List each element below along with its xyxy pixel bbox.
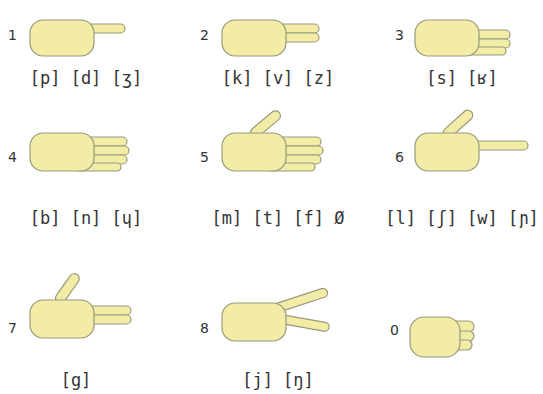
callout-number: 4: [8, 149, 17, 165]
handshape: [30, 272, 131, 338]
phoneme-list: [j] [ŋ]: [242, 370, 314, 390]
callout-number: 2: [200, 27, 209, 43]
handshape: [415, 20, 510, 56]
callout-number: 1: [8, 27, 17, 43]
handshape: [30, 133, 129, 171]
callout-number: 3: [395, 27, 404, 43]
handshape: [415, 108, 528, 171]
phoneme-list: [b] [n] [ɥ]: [30, 208, 143, 228]
phoneme-list: [s] [ʁ]: [426, 68, 498, 88]
callout-number: 6: [395, 149, 404, 165]
phoneme-list: [l] [ʃ] [w] [ɲ]: [385, 208, 539, 228]
callout-number: 5: [200, 149, 209, 165]
handshape: [30, 20, 125, 56]
callout-number: 0: [390, 322, 399, 338]
handshape: [222, 109, 323, 171]
phoneme-list: [m] [t] [f] Ø: [211, 208, 344, 228]
callout-number: 7: [8, 320, 17, 336]
phoneme-list: [p] [d] [ʒ]: [30, 68, 143, 88]
phoneme-list: [g]: [61, 370, 92, 390]
handshape: [222, 20, 319, 56]
handshape: [410, 317, 474, 357]
phoneme-list: [k] [v] [z]: [222, 68, 335, 88]
handshape: [222, 287, 330, 341]
callout-number: 8: [200, 320, 209, 336]
